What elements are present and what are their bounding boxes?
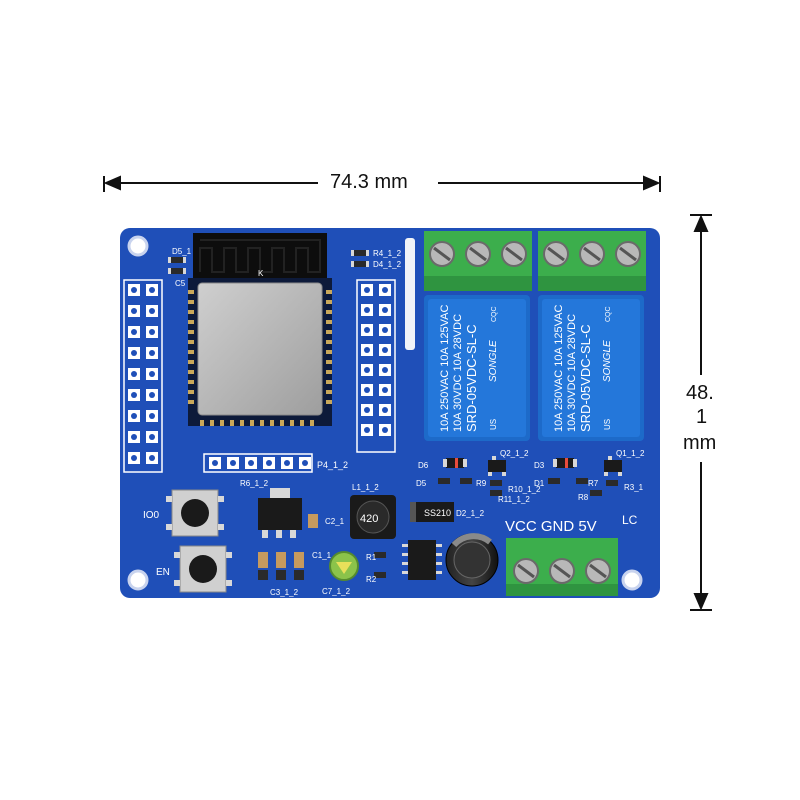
- bottom-pin-header-p4: [203, 453, 313, 473]
- smd-resistors-2: [548, 478, 618, 496]
- power-terminal-block: [506, 538, 618, 596]
- label-d3: D3: [534, 461, 545, 470]
- electrolytic-capacitor: [445, 533, 499, 587]
- smd-c2: [308, 514, 318, 528]
- label-r7: R7: [588, 479, 599, 488]
- diode-d6: [443, 458, 467, 468]
- label-r4: R4_1_2: [373, 249, 402, 258]
- label-ss210: SS210: [424, 508, 451, 518]
- label-d6: D6: [418, 461, 429, 470]
- label-inductor: 420: [360, 513, 378, 525]
- relay-1-line-1: 10A 250VAC 10A 125VAC: [439, 305, 451, 432]
- height-dimension-label-3: mm: [683, 432, 717, 454]
- left-pin-header: [123, 279, 163, 473]
- relay-2: 10A 250VAC 10A 125VAC 10A 30VDC 10A 28VD…: [538, 295, 644, 441]
- isolation-slot: [405, 238, 415, 350]
- label-d4: D4_1_2: [373, 260, 402, 269]
- diode-ss210: [410, 502, 454, 522]
- button-en-body: [174, 545, 232, 593]
- label-d5b: D5: [416, 479, 427, 488]
- smd-resistors-1: [438, 478, 502, 496]
- smd-r1-r2: [374, 552, 386, 578]
- label-r1: R1: [366, 553, 377, 562]
- label-r2: R2: [366, 575, 377, 584]
- label-r3: R3_1: [624, 483, 644, 492]
- label-c2: C2_1: [325, 517, 345, 526]
- esp32-shield: [197, 282, 323, 416]
- label-d5: D5_1: [172, 247, 192, 256]
- label-r10: R10_1_2: [508, 485, 541, 494]
- label-q2: Q2_1_2: [500, 449, 529, 458]
- label-c1: C1_1: [312, 551, 332, 560]
- label-en: EN: [156, 567, 170, 578]
- relay-2-brand: SONGLE: [602, 340, 613, 382]
- soic-chip: [402, 540, 442, 580]
- voltage-regulator: [258, 488, 302, 538]
- label-c5: C5: [175, 279, 186, 288]
- relay-1-brand: SONGLE: [488, 340, 499, 382]
- label-io0: IO0: [143, 510, 160, 521]
- label-r8: R8: [578, 493, 589, 502]
- inductor-l1: [350, 495, 396, 539]
- label-power: VCC GND 5V: [505, 518, 597, 535]
- label-c3: C3_1_2: [270, 588, 299, 597]
- module-mark: K: [258, 269, 264, 278]
- relay-2-line-2: 10A 30VDC 10A 28VDC: [566, 314, 578, 432]
- label-c7: C7_1_2: [322, 587, 351, 596]
- label-r11: R11_1_2: [498, 495, 530, 504]
- relay-2-line-1: 10A 250VAC 10A 125VAC: [553, 305, 565, 432]
- relay-1: 10A 250VAC 10A 125VAC 10A 30VDC 10A 28VD…: [424, 295, 530, 441]
- label-q1: Q1_1_2: [616, 449, 645, 458]
- terminal-block-2: [538, 231, 646, 291]
- relay-1-line-2: 10A 30VDC 10A 28VDC: [452, 314, 464, 432]
- mounting-holes: [127, 235, 643, 591]
- label-d1: D1: [534, 479, 545, 488]
- relay-2-cqc: CQC: [605, 306, 612, 322]
- label-d2: D2_1_2: [456, 509, 485, 518]
- diode-d3: [553, 458, 577, 468]
- width-dimension-label: 74.3 mm: [330, 171, 408, 193]
- label-l1: L1_1_2: [352, 483, 379, 492]
- relay-1-us: US: [489, 419, 498, 430]
- transistor-q1: [604, 456, 622, 476]
- label-lc: LC: [622, 513, 638, 527]
- label-r9: R9: [476, 479, 487, 488]
- right-pin-header: [356, 279, 396, 453]
- relay-2-line-3: SRD-05VDC-SL-C: [578, 324, 593, 432]
- smd-top-left: [168, 257, 186, 274]
- transistor-q2: [488, 456, 506, 476]
- height-dimension-label-2: 1: [696, 406, 708, 428]
- relay-1-cqc: CQC: [491, 306, 498, 322]
- button-io0-body: [166, 489, 224, 537]
- capacitor-c7: [329, 551, 359, 581]
- smd-top-right: [351, 250, 369, 267]
- smd-caps-bottom: [258, 552, 304, 580]
- relay-2-us: US: [603, 419, 612, 430]
- relay-1-line-3: SRD-05VDC-SL-C: [464, 324, 479, 432]
- terminal-block-1: [424, 231, 532, 291]
- label-p4: P4_1_2: [317, 460, 348, 470]
- height-dimension-label-1: 48.: [686, 382, 714, 404]
- label-r6: R6_1_2: [240, 479, 269, 488]
